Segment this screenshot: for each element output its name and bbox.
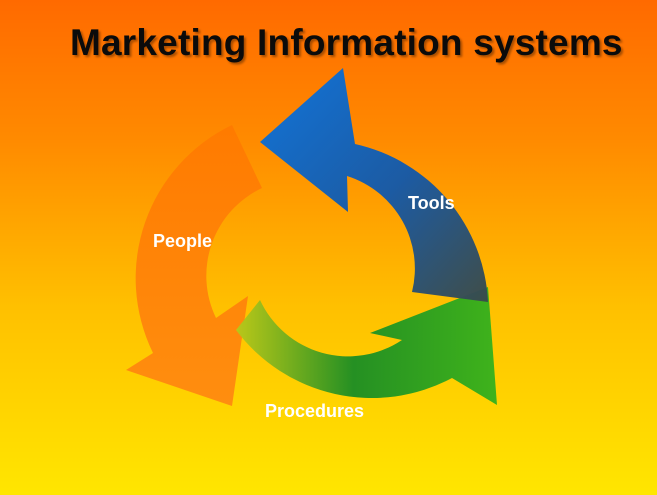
procedures-arrow [236,287,497,405]
page-title: Marketing Information systems [70,22,623,63]
people-arrow [126,125,262,406]
stage-label-procedures: Procedures [265,401,364,421]
stage-label-tools: Tools [408,193,455,213]
tools-arrow [260,68,488,302]
stage-label-people: People [153,231,212,251]
